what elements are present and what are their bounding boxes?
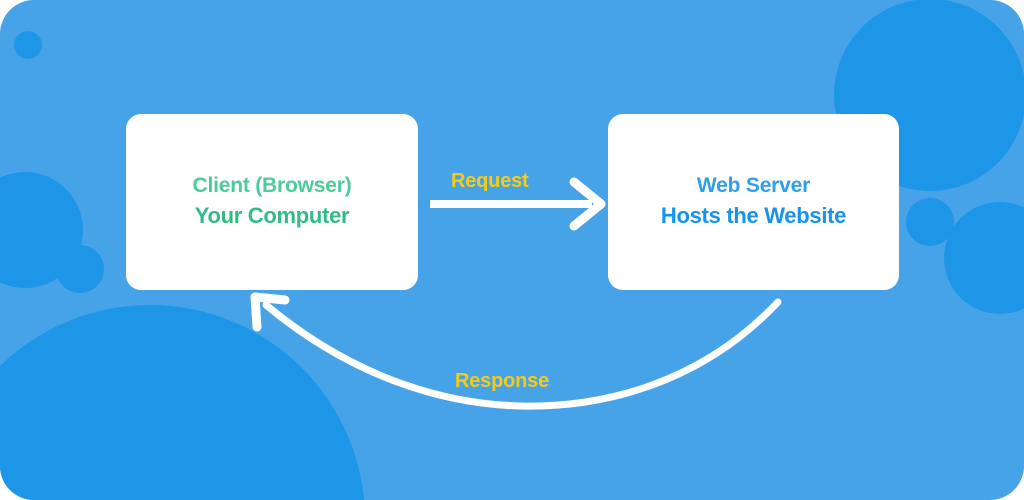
decor-circle — [14, 31, 42, 59]
node-card-server[interactable]: Web Server Hosts the Website — [608, 114, 899, 290]
server-subtitle: Hosts the Website — [660, 203, 847, 229]
response-label: Response — [455, 370, 549, 392]
decor-circle — [0, 305, 365, 500]
node-card-client[interactable]: Client (Browser) Your Computer — [126, 114, 418, 290]
client-subtitle: Your Computer — [194, 203, 350, 229]
request-label: Request — [451, 170, 529, 192]
decor-circle — [906, 198, 954, 246]
client-title: Client (Browser) — [192, 174, 352, 198]
decor-circle — [56, 245, 104, 293]
decor-circle — [944, 202, 1024, 314]
server-title: Web Server — [696, 174, 811, 198]
